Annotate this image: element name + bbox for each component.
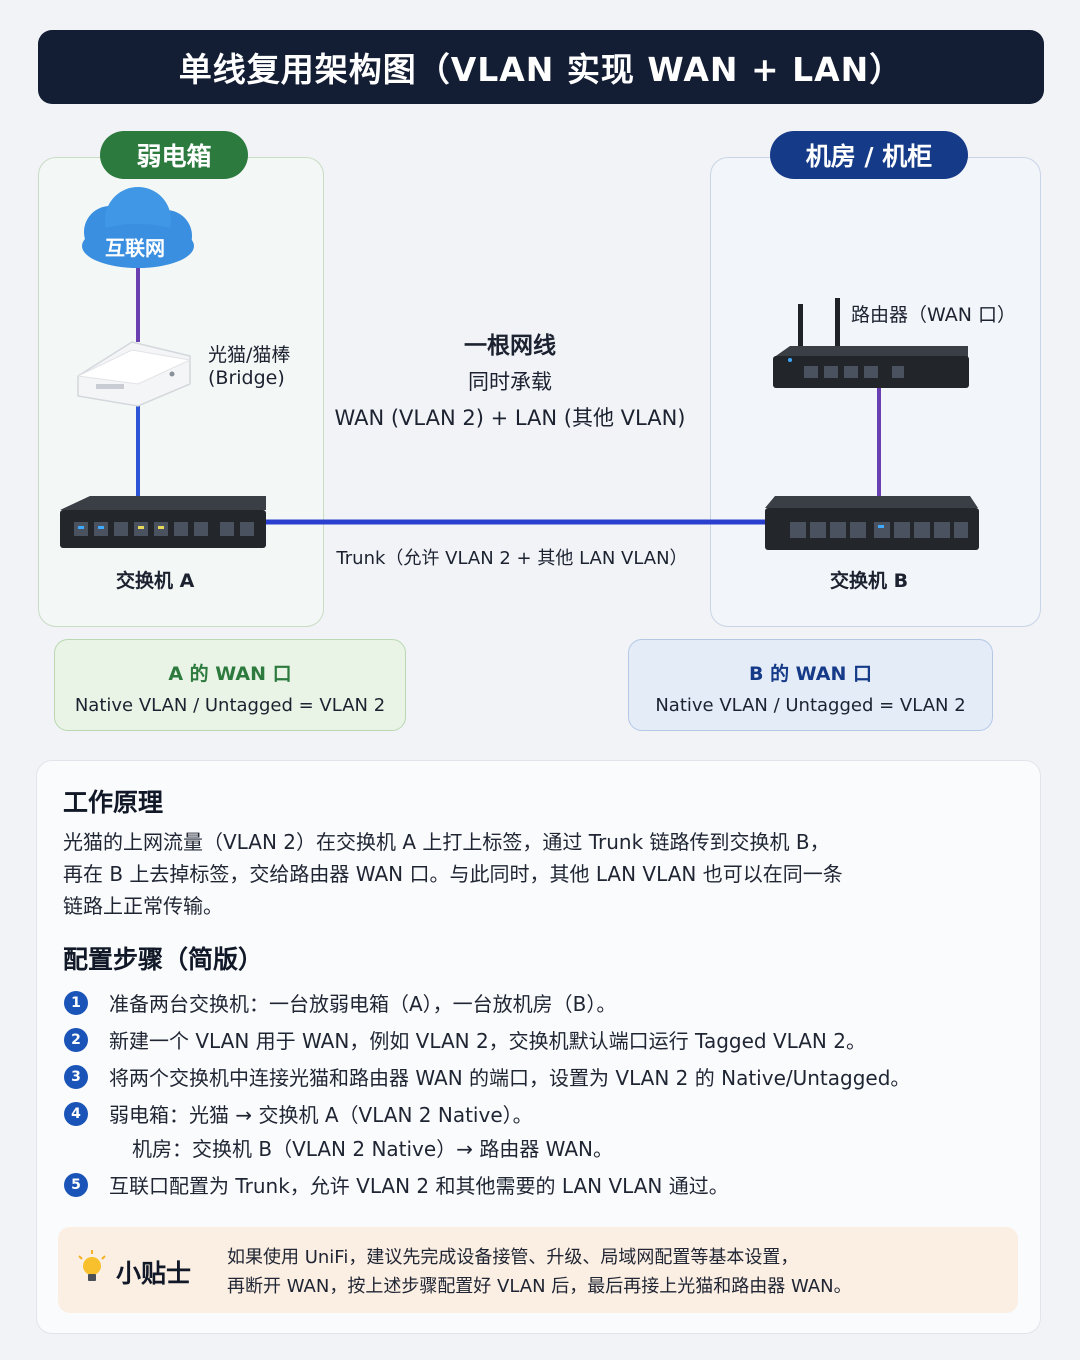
single-cable-subtitle: 同时承载 [468,370,552,394]
single-cable-title: 一根网线 [464,333,556,359]
step-item: 5 互联口配置为 Trunk，允许 VLAN 2 和其他需要的 LAN VLAN… [64,1170,729,1199]
step-text: 互联口配置为 Trunk，允许 VLAN 2 和其他需要的 LAN VLAN 通… [109,1174,729,1198]
step-number: 3 [64,1064,88,1089]
step-text: 弱电箱：光猫 → 交换机 A（VLAN 2 Native）。 [109,1103,533,1127]
tip-label: 小贴士 [116,1259,192,1288]
switch-a-label: 交换机 A [116,570,195,592]
tip-line: 如果使用 UniFi，建议先完成设备接管、升级、局域网配置等基本设置， [227,1247,799,1268]
trunk-label: Trunk（允许 VLAN 2 + 其他 LAN VLAN） [336,548,688,569]
step-text: 将两个交换机中连接光猫和路由器 WAN 的端口，设置为 VLAN 2 的 Nat… [109,1066,911,1090]
network-diagram [60,187,979,550]
switch-b-icon [765,496,979,550]
switch-b-label: 交换机 B [830,570,909,592]
tip-box [58,1227,1018,1313]
lightbulb-icon [78,1250,106,1281]
step-item: 4 弱电箱：光猫 → 交换机 A（VLAN 2 Native）。 [64,1099,533,1128]
principle-line: 光猫的上网流量（VLAN 2）在交换机 A 上打上标签，通过 Trunk 链路传… [63,830,830,854]
step-number: 2 [64,1027,88,1052]
page-title: 单线复用架构图（VLAN 实现 WAN + LAN） [38,30,1044,104]
single-cable-detail: WAN (VLAN 2) + LAN (其他 VLAN) [334,406,686,430]
machine-room-pill: 机房 / 机柜 [770,131,968,179]
switch-a-wan-subtitle: Native VLAN / Untagged = VLAN 2 [74,695,386,716]
step-number: 1 [64,990,88,1015]
internet-cloud-icon [82,187,194,268]
steps-heading: 配置步骤（简版） [63,945,264,974]
internet-label: 互联网 [105,236,165,260]
router-label: 路由器（WAN 口） [851,304,1016,326]
modem-icon [76,341,192,407]
switch-b-wan-title: B 的 WAN 口 [748,663,873,685]
step-4-continuation: 机房：交换机 B（VLAN 2 Native）→ 路由器 WAN。 [132,1137,613,1161]
step-number: 4 [64,1101,88,1126]
switch-b-wan-subtitle: Native VLAN / Untagged = VLAN 2 [655,695,966,716]
step-item: 3 将两个交换机中连接光猫和路由器 WAN 的端口，设置为 VLAN 2 的 N… [64,1062,910,1091]
weak-box-pill: 弱电箱 [100,131,248,179]
tip-text: 如果使用 UniFi，建议先完成设备接管、升级、局域网配置等基本设置， 再断开 … [227,1243,852,1301]
switch-b-wan-port-box: B 的 WAN 口 Native VLAN / Untagged = VLAN … [628,639,993,731]
switch-a-wan-title: A 的 WAN 口 [168,663,292,685]
principle-heading: 工作原理 [63,788,164,817]
principle-text: 光猫的上网流量（VLAN 2）在交换机 A 上打上标签，通过 Trunk 链路传… [63,826,993,922]
principle-line: 再在 B 上去掉标签，交给路由器 WAN 口。与此同时，其他 LAN VLAN … [63,862,843,886]
router-icon [773,298,969,388]
switch-a-wan-port-box: A 的 WAN 口 Native VLAN / Untagged = VLAN … [54,639,406,731]
step-number: 5 [64,1172,88,1197]
step-text: 准备两台交换机：一台放弱电箱（A），一台放机房（B）。 [109,992,617,1016]
tip-line: 再断开 WAN，按上述步骤配置好 VLAN 后，最后再接上光猫和路由器 WAN。 [227,1276,852,1297]
single-cable-note: 一根网线 同时承载 WAN (VLAN 2) + LAN (其他 VLAN) [330,328,690,436]
principle-line: 链路上正常传输。 [63,894,223,918]
modem-label: 光猫/猫棒 [208,344,291,366]
switch-a-icon [60,496,266,548]
modem-mode-label: (Bridge) [208,367,285,389]
step-item: 2 新建一个 VLAN 用于 WAN，例如 VLAN 2，交换机默认端口运行 T… [64,1025,866,1054]
step-text: 新建一个 VLAN 用于 WAN，例如 VLAN 2，交换机默认端口运行 Tag… [109,1029,866,1053]
step-item: 1 准备两台交换机：一台放弱电箱（A），一台放机房（B）。 [64,988,616,1017]
